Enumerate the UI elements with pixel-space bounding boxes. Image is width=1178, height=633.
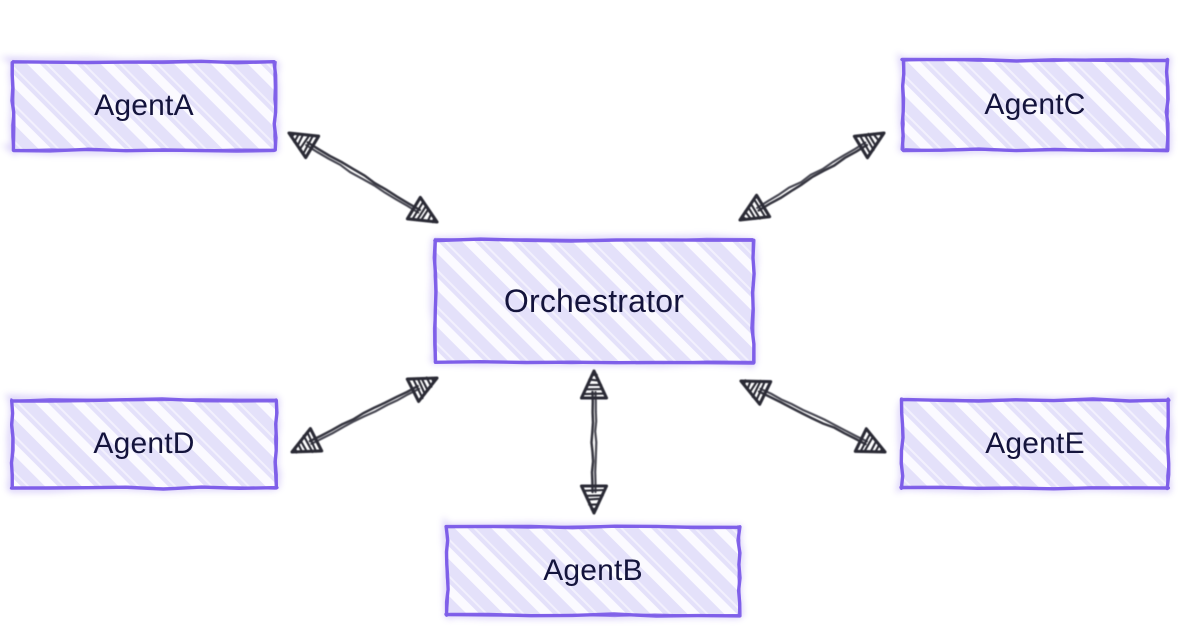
node-fill (446, 526, 740, 616)
edge-orchestrator-agentB[interactable] (579, 369, 609, 515)
node-fill (901, 399, 1169, 489)
arrow-head (739, 379, 773, 406)
node-fill (11, 399, 277, 489)
arrow-head (852, 131, 886, 160)
node-fill (902, 59, 1168, 151)
edge-orchestrator-agentD[interactable] (290, 376, 439, 454)
edges-layer (287, 131, 887, 515)
node-agentE[interactable] (895, 390, 1174, 493)
nodes-layer (0, 52, 1174, 621)
node-border (10, 59, 277, 152)
node-agentD[interactable] (4, 394, 282, 493)
edge-orchestrator-agentA[interactable] (287, 131, 439, 224)
arrow-head (405, 376, 439, 403)
node-border (432, 237, 756, 365)
node-border (445, 525, 741, 618)
arrow-head (287, 131, 321, 160)
arrow-head (290, 427, 324, 454)
edge-orchestrator-agentC[interactable] (738, 131, 886, 222)
edge-orchestrator-agentE[interactable] (739, 379, 887, 454)
node-border (899, 398, 1170, 490)
node-agentC[interactable] (896, 52, 1172, 155)
node-orchestrator[interactable] (428, 234, 758, 369)
node-border (9, 398, 278, 490)
arrow-head (579, 484, 609, 515)
node-agentB[interactable] (442, 516, 744, 621)
node-border (901, 57, 1170, 152)
node-fill (12, 61, 276, 151)
arrow-head (853, 427, 887, 454)
arrow-head (579, 369, 609, 400)
node-fill (434, 239, 754, 363)
arrow-head (405, 195, 439, 224)
arrow-head (738, 193, 772, 222)
node-agentA[interactable] (0, 56, 280, 157)
